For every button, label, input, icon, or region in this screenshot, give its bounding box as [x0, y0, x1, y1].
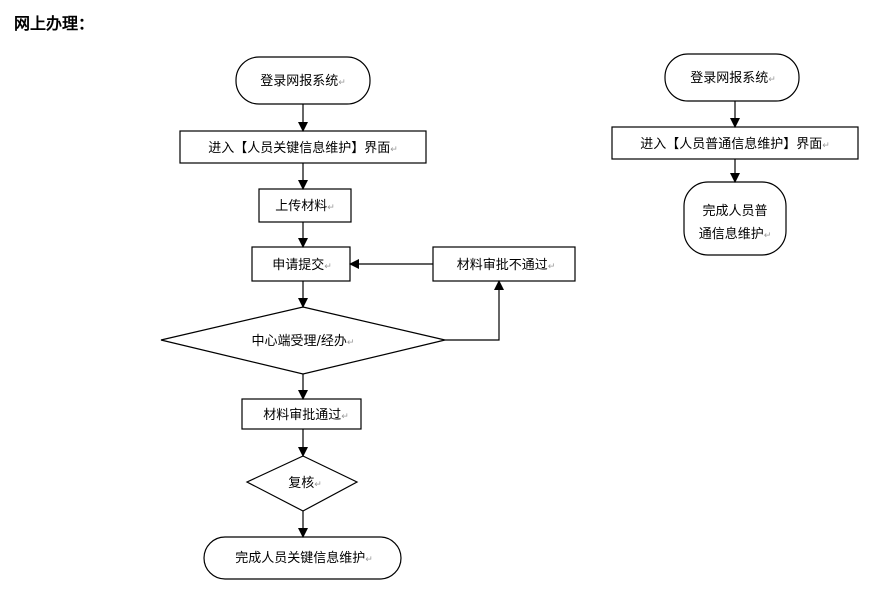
reject-label: 材料审批不通过↵ — [457, 258, 556, 273]
right-end-label-line1: 完成人员普 — [702, 204, 767, 219]
left-end-label: 完成人员关键信息维护↵ — [235, 550, 373, 566]
submit-box — [251, 246, 351, 282]
right-enter-box — [611, 126, 859, 160]
left-enter-label: 进入【人员关键信息维护】界面↵ — [208, 140, 398, 156]
approve-box — [241, 398, 362, 430]
right-end-label-line2: 通信息维护↵ — [699, 226, 772, 242]
right-start-label: 登录网报系统↵ — [690, 71, 776, 86]
page-title: 网上办理： — [14, 14, 95, 33]
center-label: 中心端受理/经办↵ — [252, 334, 355, 349]
arrow-center-to-reject — [445, 280, 504, 341]
reject-box — [432, 246, 576, 282]
review-label: 复核↵ — [288, 476, 322, 491]
left-enter-box — [179, 130, 427, 164]
right-enter-label: 进入【人员普通信息维护】界面↵ — [640, 136, 830, 152]
right-start-terminal — [664, 53, 800, 102]
submit-label: 申请提交↵ — [272, 257, 332, 273]
left-start-label: 登录网报系统↵ — [260, 74, 346, 89]
upload-label: 上传材料↵ — [275, 199, 335, 214]
approve-label: 材料审批通过↵ — [263, 408, 349, 423]
